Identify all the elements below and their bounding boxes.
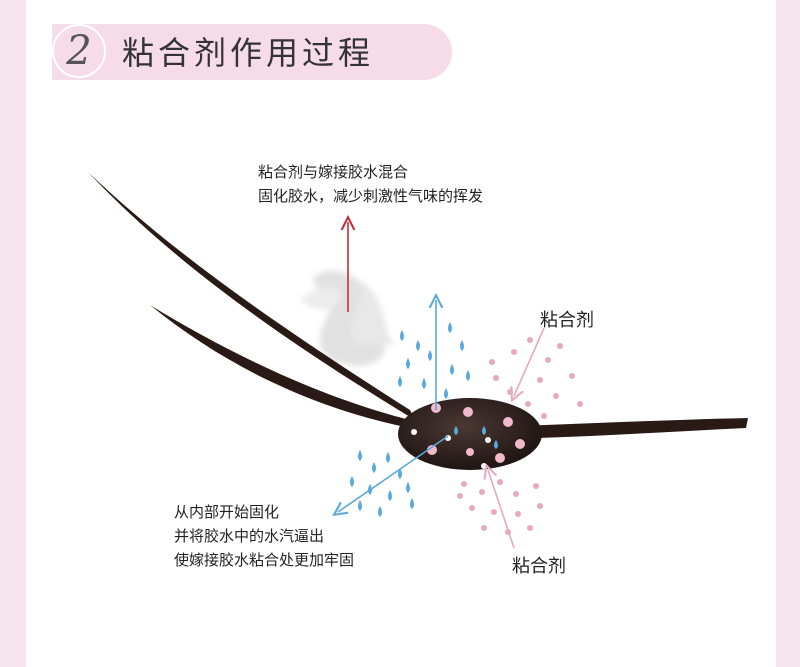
moisture-out-arrow [338,436,448,512]
note-top-line-1: 粘合剂与嫁接胶水混合 [258,160,483,184]
note-bottom-line-3: 使嫁接胶水粘合处更加牢固 [174,548,354,572]
label-adhesive-top: 粘合剂 [540,306,594,332]
note-top-line-2: 固化胶水，减少刺激性气味的挥发 [258,184,483,208]
note-bottom-line-1: 从内部开始固化 [174,500,354,524]
note-bottom-line-2: 并将胶水中的水汽逼出 [174,524,354,548]
note-top: 粘合剂与嫁接胶水混合 固化胶水，减少刺激性气味的挥发 [258,160,483,208]
note-bottom: 从内部开始固化 并将胶水中的水汽逼出 使嫁接胶水粘合处更加牢固 [174,500,354,572]
label-adhesive-bottom: 粘合剂 [512,552,566,578]
